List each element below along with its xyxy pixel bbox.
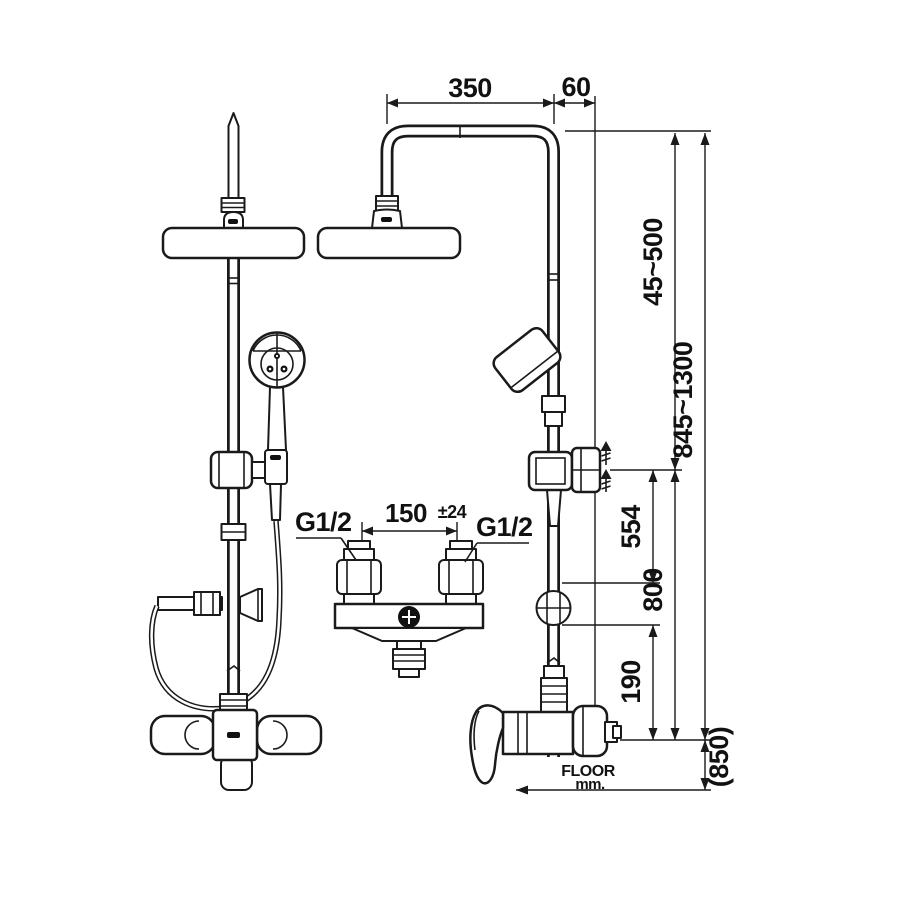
height-adjust-arrows xyxy=(600,441,612,492)
dim-800-label: 800 xyxy=(638,568,668,612)
rain-head-side xyxy=(161,226,306,260)
dim-845-1300-label: 845~1300 xyxy=(668,342,698,459)
dim-190-label: 190 xyxy=(616,660,646,704)
connector-nut xyxy=(220,197,246,213)
rain-head-front xyxy=(316,226,462,260)
mixer-side-view xyxy=(149,693,323,791)
dim-150-label: 150 xyxy=(385,498,427,528)
inlet-nut-left xyxy=(336,559,382,595)
hand-shower-docked xyxy=(492,326,562,394)
mixer-left-wing xyxy=(149,714,217,756)
hand-shower-side xyxy=(248,331,306,521)
hand-shower-handle xyxy=(267,386,287,451)
dim-350-label: 350 xyxy=(448,73,492,103)
dim-554-label: 554 xyxy=(616,505,646,549)
slide-bracket-front xyxy=(527,446,602,527)
mixer-lever-handle xyxy=(469,704,505,785)
diverter-front xyxy=(535,590,572,626)
mixer-right-wing xyxy=(255,714,323,756)
inlet-left-label: G1/2 xyxy=(295,507,352,537)
dim-45-500-label: 45~500 xyxy=(638,218,668,306)
side-view-figure xyxy=(148,112,323,791)
inlet-right-label: G1/2 xyxy=(476,512,533,542)
mixer-cap xyxy=(571,704,609,758)
dimension-annotations xyxy=(387,98,711,795)
floor-label: FLOOR xyxy=(561,763,615,780)
inlet-nut-right xyxy=(438,559,484,595)
mixer-front-bottom xyxy=(469,665,622,785)
extension-lines xyxy=(386,94,711,741)
units-label: mm. xyxy=(575,776,605,793)
mixer-body xyxy=(501,710,575,756)
dim-850-label: (850) xyxy=(704,727,734,788)
dimension-labels: 350 60 45~500 845~1300 554 800 190 (850)… xyxy=(295,72,734,793)
slide-bracket-side xyxy=(209,450,254,490)
dim-60-label: 60 xyxy=(561,72,590,102)
top-pipe-side xyxy=(227,112,240,199)
valve-detail-figure xyxy=(296,522,529,678)
front-view-figure xyxy=(316,124,622,785)
diverter-tee xyxy=(157,588,263,622)
dim-tolerance-label: ±24 xyxy=(438,502,467,522)
